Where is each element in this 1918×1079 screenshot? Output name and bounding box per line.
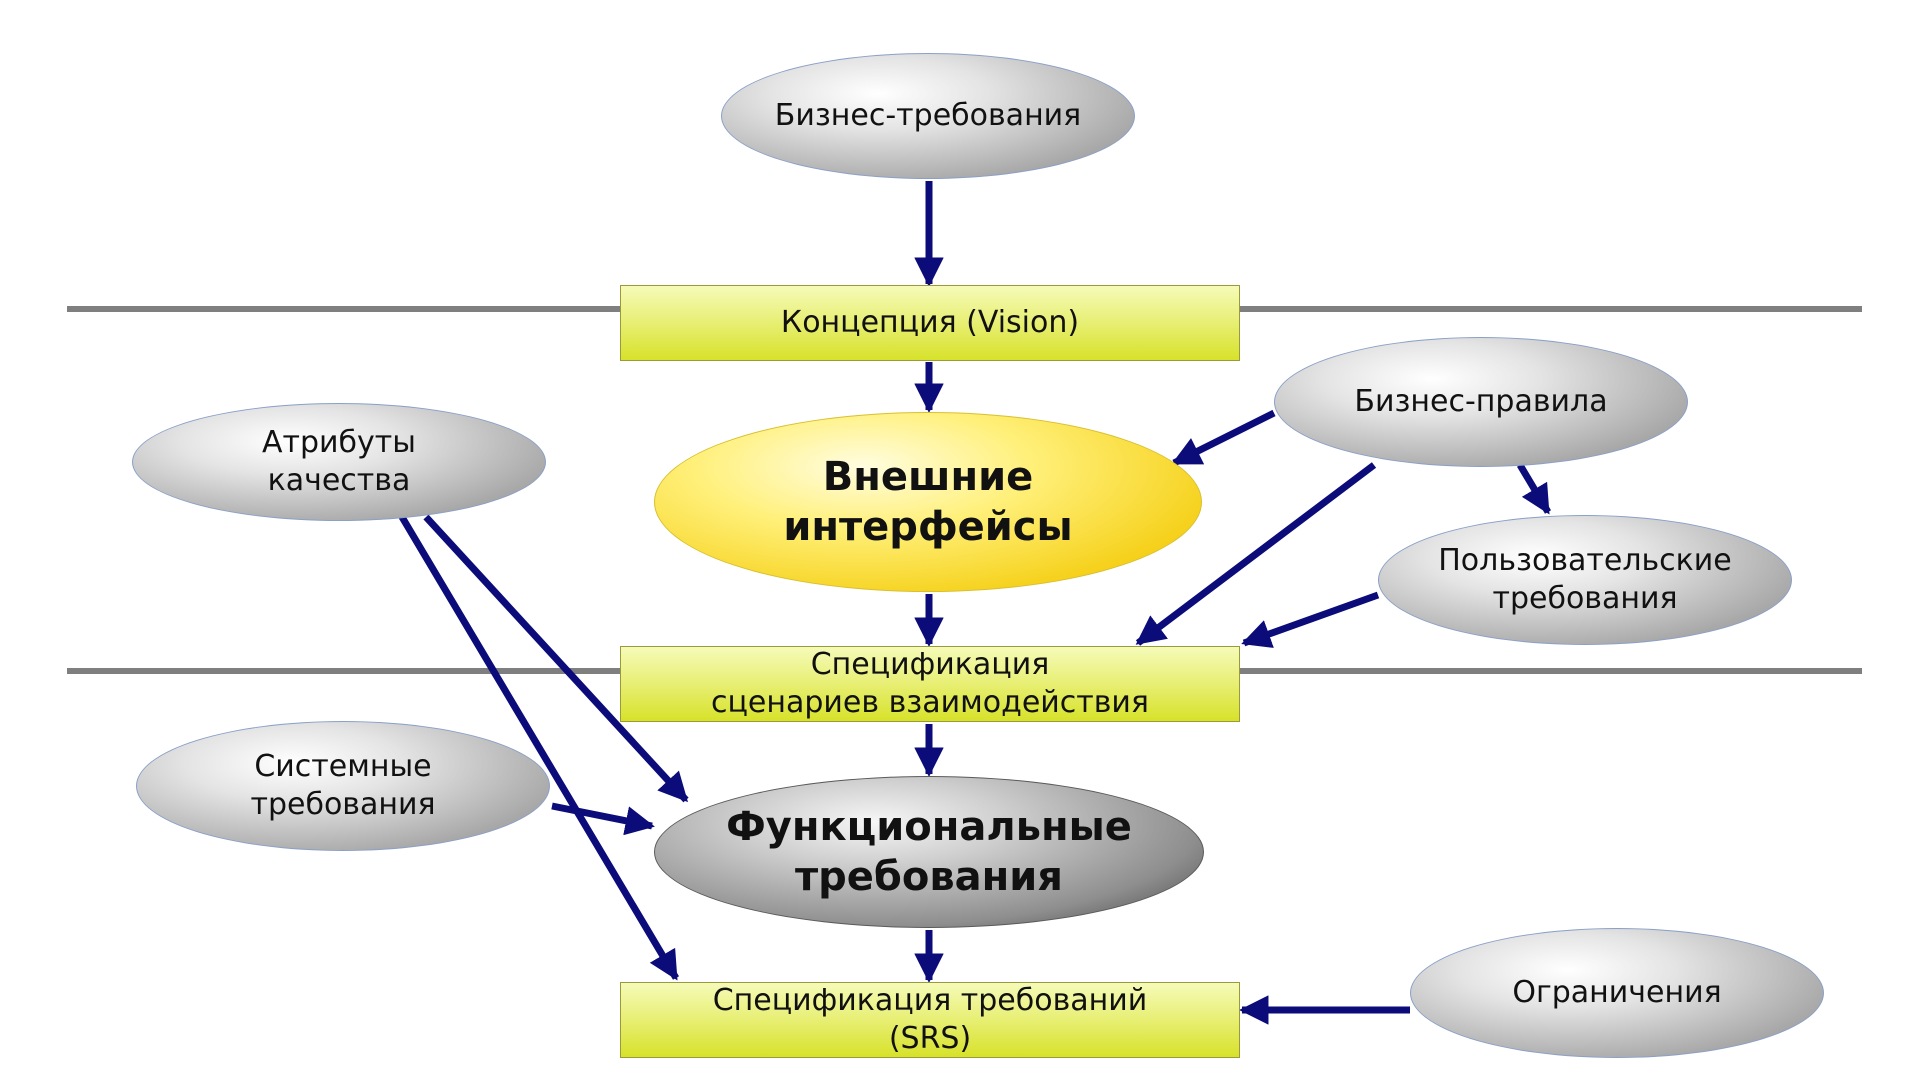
functional-requirements-label: Функциональные требования bbox=[726, 804, 1132, 900]
use-case-spec-label: Спецификация сценариев взаимодействия bbox=[711, 647, 1149, 720]
system-requirements-label: Системные требования bbox=[250, 749, 436, 822]
external-interfaces-node: Внешние интерфейсы bbox=[654, 412, 1202, 592]
user-requirements-node: Пользовательские требования bbox=[1378, 515, 1792, 645]
arrow-rules-to-usecase bbox=[1135, 462, 1377, 646]
srs-node: Спецификация требований (SRS) bbox=[620, 982, 1240, 1058]
vision-label: Концепция (Vision) bbox=[780, 305, 1080, 340]
business-requirements-label: Бизнес-требования bbox=[774, 98, 1082, 133]
vision-node: Концепция (Vision) bbox=[620, 285, 1240, 361]
business-requirements-node: Бизнес-требования bbox=[721, 53, 1135, 179]
arrow-rules-to-user-req bbox=[1516, 463, 1552, 515]
arrow-user-req-to-usecase bbox=[1241, 591, 1380, 648]
constraints-label: Ограничения bbox=[1512, 975, 1722, 1010]
arrow-quality-to-srs bbox=[398, 515, 680, 981]
arrow-quality-to-functional bbox=[423, 514, 689, 803]
business-rules-label: Бизнес-правила bbox=[1354, 384, 1608, 419]
functional-requirements-node: Функциональные требования bbox=[654, 776, 1204, 928]
arrow-system-to-functional bbox=[551, 802, 655, 836]
system-requirements-node: Системные требования bbox=[136, 721, 550, 851]
quality-attributes-node: Атрибуты качества bbox=[132, 403, 546, 521]
arrow-rules-to-interfaces bbox=[1171, 409, 1276, 467]
user-requirements-label: Пользовательские требования bbox=[1438, 543, 1732, 616]
constraints-node: Ограничения bbox=[1410, 928, 1824, 1058]
use-case-spec-node: Спецификация сценариев взаимодействия bbox=[620, 646, 1240, 722]
srs-label: Спецификация требований (SRS) bbox=[712, 983, 1148, 1056]
quality-attributes-label: Атрибуты качества bbox=[262, 425, 416, 498]
external-interfaces-label: Внешние интерфейсы bbox=[783, 454, 1073, 550]
business-rules-node: Бизнес-правила bbox=[1274, 337, 1688, 467]
